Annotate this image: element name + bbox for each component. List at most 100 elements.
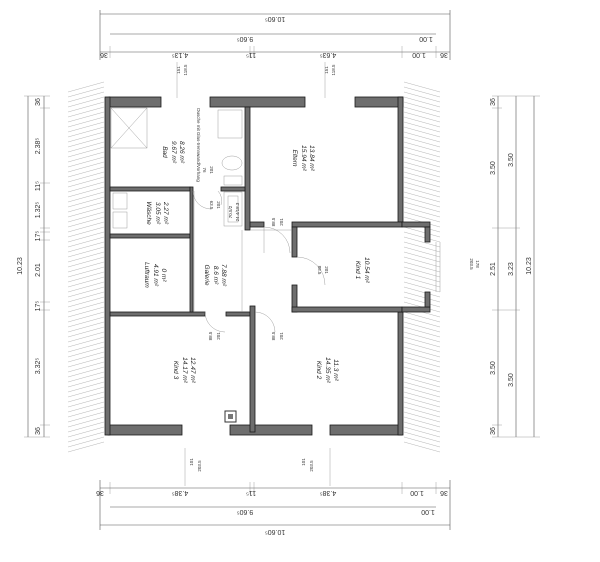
room-kind3-area1: 14.17 m² [181, 357, 188, 383]
roof-hatch-line [403, 131, 441, 143]
roof-hatch-line [67, 196, 105, 208]
roof-hatch-line [403, 181, 441, 193]
roof-hatch-line [67, 341, 105, 353]
bottom-window-right-a: 101 [301, 458, 306, 466]
left-seg-1: 36 [35, 98, 42, 106]
room-eltern: Eltern 15.94 m² 13.84 m² [291, 145, 315, 171]
roof-hatch-line [403, 86, 441, 98]
roof-hatch-line [403, 356, 441, 368]
door-label-6a: 63.5 [209, 201, 214, 210]
right-seg-a-2: 3.50 [490, 161, 497, 175]
roof-hatch-line [67, 381, 105, 393]
room-luftraum-name: Luftraum [143, 262, 150, 288]
door-label-2a: 88.5 [208, 331, 213, 340]
top-dimension-chain: 10.60⁵ 9.60⁵ 1.00 36 4.13⁵ 11⁵ 4.63⁵ 1.0… [99, 10, 451, 98]
roof-hatch-line [67, 416, 105, 428]
bathroom-fixtures [110, 107, 243, 229]
roof-hatch-line [67, 261, 105, 273]
bottom-window-right-b: 203.5 [309, 460, 314, 472]
roof-hatch-line [403, 411, 441, 423]
roof-hatch-line [67, 406, 105, 418]
top-right-100b: 1.00 [412, 51, 426, 58]
roof-hatch-line [403, 226, 441, 238]
room-bad-name: Bad [161, 146, 168, 158]
gallery-stair-lines [193, 191, 441, 312]
bottom-right-36: 36 [440, 489, 448, 496]
left-seg-5: 17⁵ [35, 231, 42, 242]
roof-hatch-line [403, 336, 441, 348]
roof-hatch-line [403, 171, 441, 183]
top-inner-dim: 9.60⁵ [237, 35, 254, 42]
roof-hatch-line [67, 161, 105, 173]
roof-hatch-line [403, 396, 441, 408]
roof-hatch-line [67, 351, 105, 363]
roof-hatch-line [67, 221, 105, 233]
roof-hatch-line [67, 121, 105, 133]
roof-hatch-line [67, 271, 105, 283]
roof-hatch-line [67, 116, 105, 128]
door-label-3a: 88.5 [271, 331, 276, 340]
roof-hatch-line [67, 286, 105, 298]
roof-hatch-line [67, 436, 105, 448]
roof-hatch-line [403, 401, 441, 413]
roof-hatch-line [403, 81, 441, 93]
roof-hatch-line [67, 411, 105, 423]
roof-hatch-line [403, 316, 441, 328]
roof-hatch-line [67, 361, 105, 373]
roof-hatch-line [67, 276, 105, 288]
roof-hatch-line [403, 371, 441, 383]
roof-hatch-line [67, 311, 105, 323]
right-seg-a-1: 36 [490, 98, 497, 106]
roof-hatch-line [403, 386, 441, 398]
roof-hatch-line [67, 386, 105, 398]
roof-hatch-line [403, 381, 441, 393]
left-total: 10.23 [17, 257, 24, 275]
hw-note-a: 70.5/2 [228, 205, 233, 218]
door-label-4a: 88.5 [317, 266, 322, 275]
top-window-right-a: 151 [324, 66, 329, 74]
room-luftraum-area2: 0 m² [160, 269, 167, 283]
roof-hatch-line [403, 186, 441, 198]
roof-hatch-line [403, 376, 441, 388]
roof-hatch-line [403, 111, 441, 123]
roof-hatch-line [403, 346, 441, 358]
room-waesche-area1: 3.05 m² [154, 202, 161, 225]
top-right-100: 1.00 [419, 35, 433, 42]
walls [104, 96, 431, 436]
roof-hatch-line [67, 216, 105, 228]
roof-hatch-line [403, 261, 441, 273]
room-luftraum-area1: 4.91 m² [152, 264, 159, 287]
roof-hatch-line [403, 311, 441, 323]
roof-hatch-line [403, 266, 441, 278]
left-seg-4: 11⁵ [35, 181, 42, 191]
roof-hatch-line [403, 201, 441, 213]
top-outer-dim: 10.60⁵ [265, 15, 286, 22]
room-bad: Bad 9.67 m² 8.26 m² Dusche mit Glas-tren… [161, 108, 201, 182]
roof-hatch-line [67, 86, 105, 98]
roof-hatch-line [403, 426, 441, 438]
roof-hatch-right [403, 81, 441, 453]
roof-hatch-line [67, 151, 105, 163]
roof-hatch-line [67, 126, 105, 138]
roof-hatch-line [67, 431, 105, 443]
room-kind1: Kind 1 10.54 m² [354, 257, 370, 283]
top-right-part: 4.63⁵ [320, 51, 337, 58]
roof-hatch-line [67, 266, 105, 278]
roof-hatch-line [403, 366, 441, 378]
roof-hatch-line [403, 341, 441, 353]
roof-hatch-line [403, 391, 441, 403]
roof-hatch-line [403, 161, 441, 173]
roof-hatch-line [67, 316, 105, 328]
right-seg-a-4: 36 [490, 427, 497, 435]
roof-hatch-line [67, 401, 105, 413]
roof-hatch-line [67, 231, 105, 243]
door-label-6b: 201 [216, 201, 221, 209]
door-swings [192, 190, 326, 333]
left-seg-8: 3.32⁵ [35, 358, 42, 375]
roof-hatch-line [403, 416, 441, 428]
roof-hatch-line [67, 81, 105, 93]
roof-hatch-line [67, 296, 105, 308]
right-seg-a-3: 3.50 [490, 361, 497, 375]
roof-hatch-line [403, 251, 441, 263]
room-kind3-area2: 12.47 m² [189, 357, 196, 383]
